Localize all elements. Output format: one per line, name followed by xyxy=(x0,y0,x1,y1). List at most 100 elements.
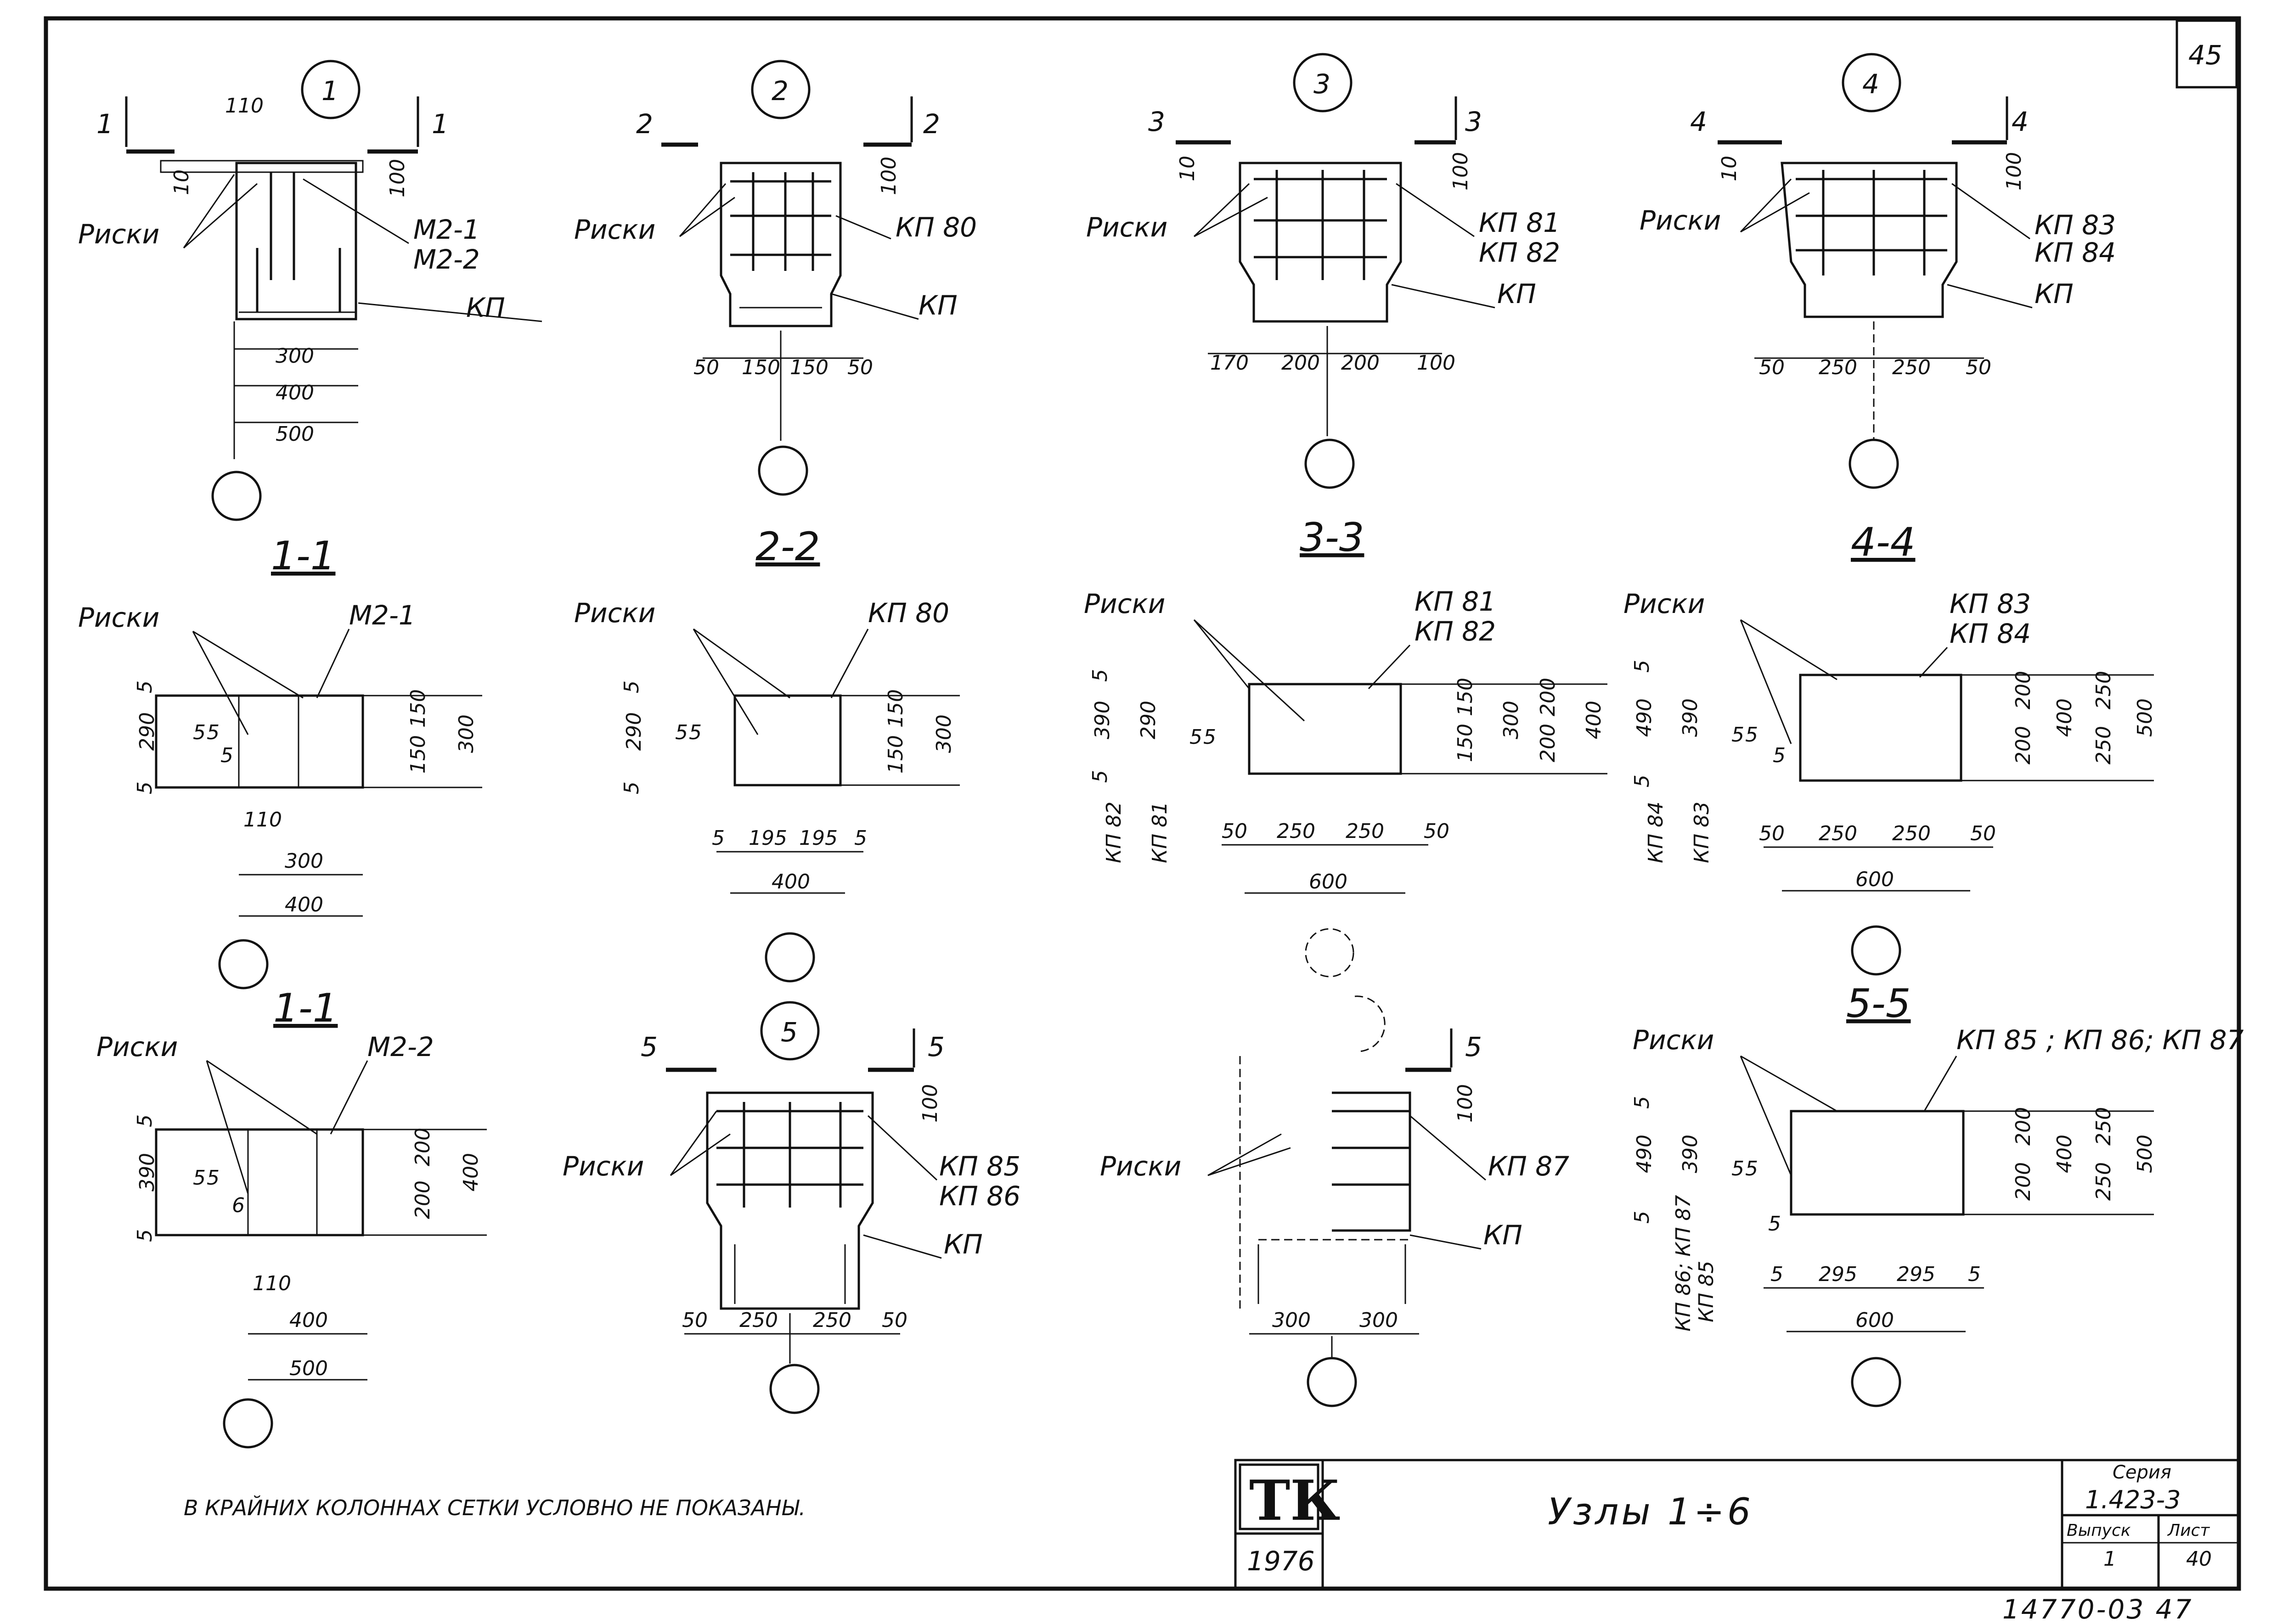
s11b-d110: 110 xyxy=(253,1272,291,1295)
s33-d300: 300 xyxy=(1499,701,1523,739)
node-1-dim-100: 100 xyxy=(386,159,409,197)
s44-d250c: 250 xyxy=(1819,822,1857,845)
s44-d5b: 5 xyxy=(1630,775,1654,787)
node-1-dim-500: 500 xyxy=(276,422,314,446)
s55-d5e: 5 xyxy=(1768,1212,1781,1236)
s33-d5a: 5 xyxy=(1088,669,1112,682)
s33-d600: 600 xyxy=(1309,870,1347,893)
section-1-1-a: 1-1 Риски М2-1 5 290 5 5 5 5 150 150 300… xyxy=(78,533,482,989)
s11a-d5d: 5 xyxy=(207,721,220,744)
node-2-cut-right: 2 xyxy=(923,108,940,140)
s33-d200a: 200 xyxy=(1536,678,1560,716)
node-3-dim-100b: 100 xyxy=(1417,351,1455,375)
node-5-label-kp86: КП 86 xyxy=(939,1180,1020,1212)
node-4-dim-10: 10 xyxy=(1718,156,1741,181)
s55-d250a: 250 xyxy=(2092,1107,2115,1146)
s44-d5e: 5 xyxy=(1773,744,1786,767)
node-3-dim-170: 170 xyxy=(1210,351,1249,375)
s11a-d290: 290 xyxy=(135,712,159,751)
node-1-label-m21: М2-1 xyxy=(413,214,480,245)
s11b-d5b: 5 xyxy=(133,1229,157,1242)
node-2-number: 2 xyxy=(772,75,789,107)
node-5-circle xyxy=(760,1001,820,1061)
s44-d50a: 50 xyxy=(1759,822,1785,845)
issue-label: Выпуск xyxy=(2067,1521,2131,1540)
s33-d50a: 50 xyxy=(1222,820,1247,843)
node-2-dim-150a: 150 xyxy=(742,356,780,379)
node-2-label-kp: КП xyxy=(919,290,958,321)
s11a-d5e: 5 xyxy=(220,744,233,767)
section-1-1-b-riski: Риски xyxy=(96,1031,178,1062)
s11a-d400: 400 xyxy=(285,893,323,916)
s33-d390: 390 xyxy=(1091,701,1114,739)
section-1-1-a-title: 1-1 xyxy=(271,533,335,579)
s22-d195b: 195 xyxy=(799,826,838,850)
node-2-dim-50b: 50 xyxy=(847,356,873,379)
s55-d200a: 200 xyxy=(2012,1107,2035,1146)
section-3-3-axis-circle xyxy=(1305,928,1354,978)
s22-d5a: 5 xyxy=(620,680,643,693)
series-value: 1.423-3 xyxy=(2085,1485,2181,1514)
page-number: 45 xyxy=(2188,39,2222,71)
s11b-d500: 500 xyxy=(289,1357,328,1380)
node-6-label-riski: Риски xyxy=(1100,1151,1181,1182)
s11a-d5b: 5 xyxy=(133,781,157,794)
s22-d400: 400 xyxy=(772,870,810,893)
node-5-number: 5 xyxy=(781,1017,798,1048)
node-4-cut-left: 4 xyxy=(1690,106,1707,137)
node-5-dim-100: 100 xyxy=(919,1084,942,1123)
s44-d500: 500 xyxy=(2133,698,2157,737)
node-1-cut-left: 1 xyxy=(96,108,113,140)
section-2-2: 2-2 Риски КП 80 5 290 5 5 5 150 150 300 … xyxy=(574,524,960,983)
s11a-d5c: 5 xyxy=(193,721,206,744)
node-2: 2 2 2 Риски КП 80 КП 100 50 150 150 50 xyxy=(574,60,977,496)
s55-d5g: 5 xyxy=(1968,1263,1981,1286)
node-6-cut-right: 5 xyxy=(1465,1031,1482,1062)
s33-d150a: 150 xyxy=(1454,678,1477,716)
node-6-dim-300a: 300 xyxy=(1272,1309,1311,1332)
node-4-dim-50b: 50 xyxy=(1966,356,1991,379)
node-6-label-kp: КП xyxy=(1483,1219,1522,1251)
sheet-label: Лист xyxy=(2167,1521,2210,1540)
section-5-5: 5-5 Риски КП 85 ; КП 86; КП 87 5 490 5 3… xyxy=(1630,981,2244,1407)
node-5-label-riski: Риски xyxy=(563,1151,644,1182)
s11b-d400h: 400 xyxy=(289,1309,328,1332)
section-5-5-title: 5-5 xyxy=(1846,981,1911,1027)
section-4-4-title: 4-4 xyxy=(1851,519,1915,565)
section-1-1-b-title: 1-1 xyxy=(273,985,338,1031)
node-4-dim-100: 100 xyxy=(2002,152,2026,191)
node-5-dim-50a: 50 xyxy=(682,1309,708,1332)
s55-d600: 600 xyxy=(1855,1309,1894,1332)
section-5-5-kp-list: КП 85 ; КП 86; КП 87 xyxy=(1956,1024,2244,1056)
s44-d50b: 50 xyxy=(1970,822,1996,845)
title-block-frame xyxy=(1234,1459,2240,1590)
section-1-1-b: 1-1 Риски М2-2 5 390 5 5 5 6 200 200 400… xyxy=(96,985,487,1449)
node-3-dim-10: 10 xyxy=(1176,156,1199,181)
node-2-circle xyxy=(751,60,811,119)
node-1-circle xyxy=(301,60,361,119)
node-6: 5 Риски КП 87 КП 100 300 300 xyxy=(1100,995,1569,1407)
section-1-1-a-m21: М2-1 xyxy=(349,600,416,631)
section-2-2-axis-circle xyxy=(765,932,815,983)
s55-d5d: 5 xyxy=(1745,1157,1758,1180)
section-5-5-riski: Риски xyxy=(1633,1024,1714,1056)
node-4-dim-250b: 250 xyxy=(1892,356,1931,379)
section-4-4: 4-4 Риски КП 83 КП 84 5 490 5 390 5 5 5 … xyxy=(1623,519,2157,976)
node-3-dim-200b: 200 xyxy=(1341,351,1380,375)
node-5-dim-50b: 50 xyxy=(882,1309,907,1332)
s11b-d390: 390 xyxy=(135,1153,159,1191)
node-4-dim-50a: 50 xyxy=(1759,356,1785,379)
s55-d390: 390 xyxy=(1679,1135,1702,1173)
node-1-label-riski: Риски xyxy=(78,219,159,250)
sheet-title: Узлы 1÷6 xyxy=(1548,1490,1753,1533)
s11a-d300: 300 xyxy=(285,849,323,873)
s11b-d5a: 5 xyxy=(133,1114,157,1127)
node-5-dim-250b: 250 xyxy=(813,1309,851,1332)
node-1-label-kp: КП xyxy=(466,292,505,323)
title-block: ТК 1976 Узлы 1÷6 Серия 1.423-3 Выпуск 1 … xyxy=(1234,1459,2240,1590)
s44-d250b: 250 xyxy=(2092,726,2115,764)
node-1-dim-10: 10 xyxy=(170,169,193,195)
s33-kp82: КП 82 xyxy=(1102,802,1126,863)
node-3-label-kp81: КП 81 xyxy=(1479,207,1560,238)
s55-d5a: 5 xyxy=(1630,1096,1654,1109)
